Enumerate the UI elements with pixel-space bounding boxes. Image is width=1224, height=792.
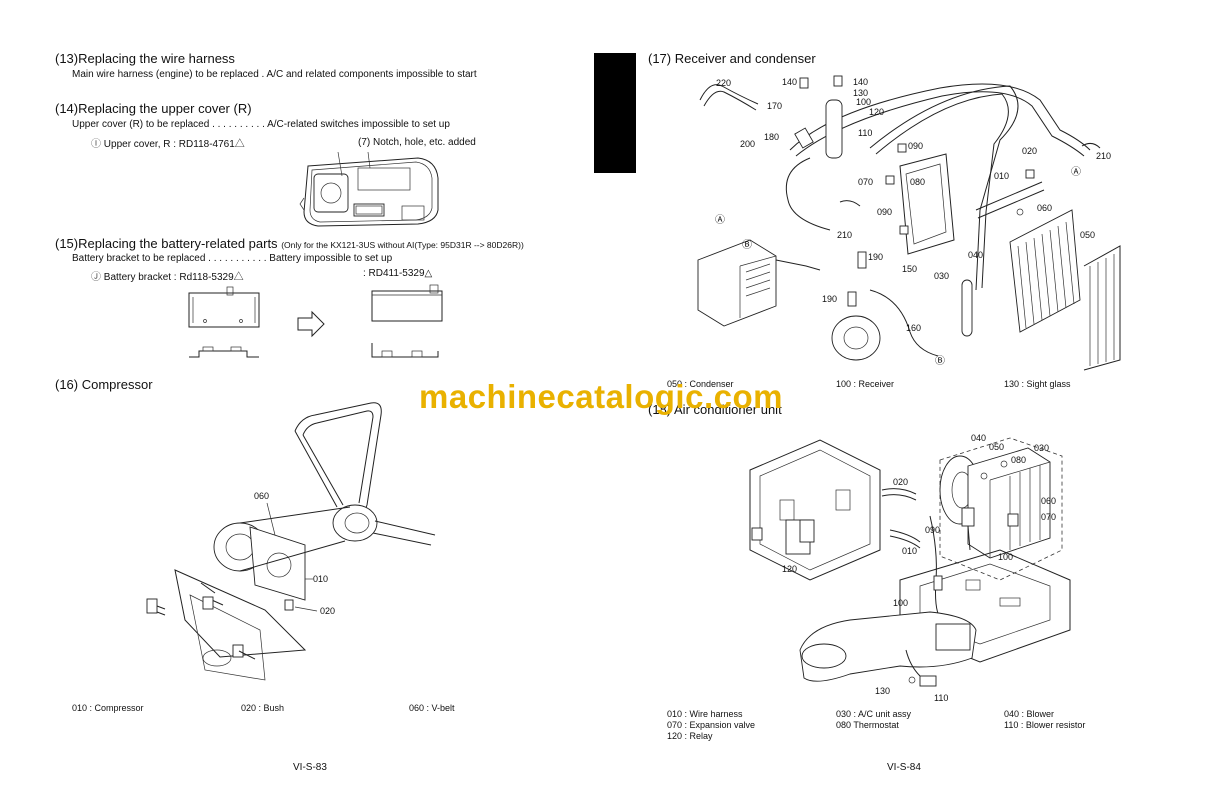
- label-180: 180: [764, 132, 780, 142]
- section-13-title: (13)Replacing the wire harness: [55, 51, 235, 66]
- section-16-title: (16) Compressor: [55, 377, 153, 392]
- caption-blower: 040 : Blower: [1004, 709, 1055, 719]
- label-100: 100: [856, 97, 872, 107]
- marker-b-right: Ⓑ: [935, 356, 945, 367]
- label-120: 120: [869, 107, 885, 117]
- battery-bracket-new: : RD411-5329△: [363, 268, 433, 279]
- label-110: 110: [858, 128, 873, 138]
- marker-j: Ⓙ: [91, 272, 101, 283]
- label-010: 010: [902, 546, 918, 556]
- label-030: 030: [934, 271, 950, 281]
- caption-blower-resistor: 110 : Blower resistor: [1004, 720, 1086, 730]
- label-020: 020: [320, 606, 336, 616]
- captions-col1: 010 : Wire harness 070 : Expansion valve…: [667, 709, 755, 742]
- section-tab: [594, 53, 636, 173]
- label-100-a: 100: [998, 552, 1014, 562]
- label-060: 060: [254, 491, 270, 501]
- label-190-a: 190: [868, 252, 884, 262]
- caption-thermostat: 080 Thermostat: [836, 720, 899, 730]
- caption-compressor: 010 : Compressor: [72, 703, 144, 713]
- label-210-b: 210: [837, 230, 853, 240]
- label-090-b: 090: [877, 207, 893, 217]
- label-140-a: 140: [782, 77, 798, 87]
- section-15-note: (Only for the KX121-3US without AI(Type:…: [281, 240, 524, 250]
- label-080: 080: [1011, 455, 1027, 465]
- battery-bracket-old: Battery bracket : Rd118-5329△: [103, 272, 244, 283]
- label-170: 170: [767, 101, 783, 111]
- label-080: 080: [910, 177, 926, 187]
- label-050: 050: [989, 442, 1005, 452]
- caption-receiver: 100 : Receiver: [836, 379, 895, 389]
- captions-col3: 040 : Blower 110 : Blower resistor: [1004, 709, 1085, 731]
- label-050: 050: [1080, 230, 1096, 240]
- label-190-b: 190: [822, 294, 838, 304]
- caption-condenser: 050 : Condenser: [667, 379, 734, 389]
- label-100-b: 100: [893, 598, 909, 608]
- battery-bracket-new-drawing: [371, 284, 443, 358]
- section-15-part-old: Ⓙ Battery bracket : Rd118-5329△: [91, 268, 244, 283]
- label-110: 110: [934, 693, 949, 703]
- label-090: 090: [925, 525, 941, 535]
- caption-relay: 120 : Relay: [667, 731, 713, 741]
- label-150: 150: [902, 264, 918, 274]
- label-140-b: 140: [853, 77, 869, 87]
- captions-col2: 030 : A/C unit assy 080 Thermostat: [836, 709, 911, 731]
- section-15-title-text: (15)Replacing the battery-related parts: [55, 236, 278, 251]
- upper-cover-callout: (7) Notch, hole, etc. added: [358, 137, 476, 148]
- section-18-title: (18) Air conditioner unit: [648, 402, 782, 417]
- section-14-part: Ⓘ Upper cover, R : RD118-4761△: [91, 135, 245, 150]
- section-13-text: Main wire harness (engine) to be replace…: [72, 69, 477, 80]
- label-030: 030: [1034, 443, 1050, 453]
- label-070: 070: [858, 177, 874, 187]
- label-220: 220: [716, 78, 732, 88]
- caption-sight-glass: 130 : Sight glass: [1004, 379, 1071, 389]
- label-070: 070: [1041, 512, 1057, 522]
- upper-cover-part: Upper cover, R : RD118-4761△: [103, 139, 245, 150]
- label-060: 060: [1037, 203, 1053, 213]
- label-210-a: 210: [1096, 151, 1112, 161]
- caption-bush: 020 : Bush: [241, 703, 285, 713]
- page-number-left: VI-S-83: [293, 762, 327, 773]
- marker-a-left: Ⓐ: [715, 215, 725, 226]
- caption-expansion-valve: 070 : Expansion valve: [667, 720, 756, 730]
- label-010: 010: [994, 171, 1010, 181]
- section-17-title: (17) Receiver and condenser: [648, 51, 816, 66]
- upper-cover-drawing: [299, 151, 439, 227]
- caption-ac-unit: 030 : A/C unit assy: [836, 709, 912, 719]
- battery-bracket-old-drawing: [188, 286, 260, 358]
- ac-unit-drawing: [749, 437, 1071, 687]
- section-15-text: Battery bracket to be replaced . . . . .…: [72, 253, 393, 264]
- label-090-a: 090: [908, 141, 924, 151]
- caption-vbelt: 060 : V-belt: [409, 703, 455, 713]
- marker-b-left: Ⓑ: [742, 240, 752, 251]
- label-200: 200: [740, 139, 756, 149]
- section-15-title: (15)Replacing the battery-related parts …: [55, 236, 524, 251]
- caption-wire-harness: 010 : Wire harness: [667, 709, 743, 719]
- section-14-text: Upper cover (R) to be replaced . . . . .…: [72, 119, 450, 130]
- label-020: 020: [1022, 146, 1038, 156]
- section-14-title: (14)Replacing the upper cover (R): [55, 101, 252, 116]
- watermark: machinecatalogic.com: [419, 378, 783, 415]
- receiver-condenser-drawing: [697, 75, 1121, 371]
- label-010: 010: [313, 574, 329, 584]
- label-020: 020: [893, 477, 909, 487]
- page-number-right: VI-S-84: [887, 762, 921, 773]
- label-120: 120: [782, 564, 798, 574]
- marker-i: Ⓘ: [91, 139, 101, 150]
- label-130: 130: [875, 686, 891, 696]
- label-160: 160: [906, 323, 922, 333]
- marker-a-right: Ⓐ: [1071, 167, 1081, 178]
- compressor-drawing: [146, 402, 436, 681]
- arrow-icon: [297, 310, 325, 338]
- label-040: 040: [971, 433, 987, 443]
- label-130: 130: [853, 88, 869, 98]
- label-060: 060: [1041, 496, 1057, 506]
- label-040: 040: [968, 250, 984, 260]
